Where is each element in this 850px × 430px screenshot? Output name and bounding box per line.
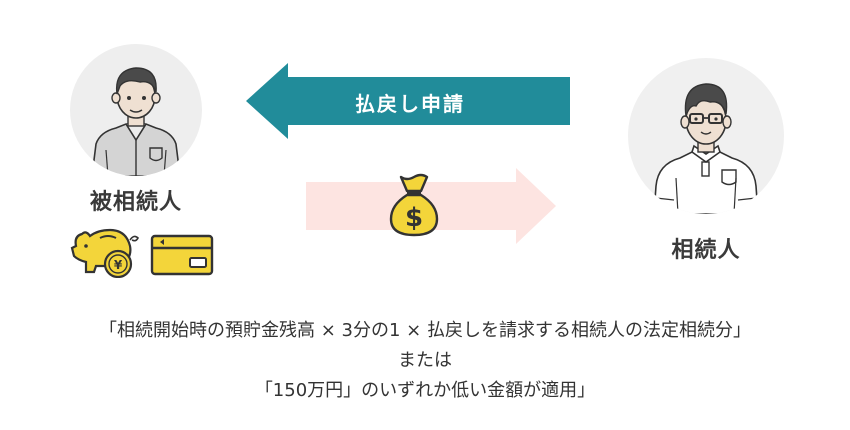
decedent-label: 被相続人 [89, 190, 182, 215]
svg-text:¥: ¥ [114, 258, 123, 272]
man-glasses-icon [653, 83, 759, 214]
heir-avatar [628, 58, 784, 214]
bank-card-icon [150, 234, 214, 276]
request-arrow-label: 払戻し申請 [355, 92, 465, 116]
svg-text:$: $ [405, 203, 423, 233]
heir-label: 相続人 [671, 238, 741, 263]
or-line: または [398, 350, 452, 371]
decedent-avatar [70, 44, 202, 176]
money-bag-dollar-icon: $ [389, 173, 439, 237]
request-arrow [246, 63, 570, 139]
older-man-icon [91, 67, 181, 176]
piggy-bank-yen-icon: ¥ [70, 228, 139, 278]
limit-line: 「150万円」のいずれか低い金額が適用」 [254, 380, 596, 401]
formula-line: 「相続開始時の預貯金残高 × 3分の1 × 払戻しを請求する相続人の法定相続分」 [99, 320, 751, 341]
